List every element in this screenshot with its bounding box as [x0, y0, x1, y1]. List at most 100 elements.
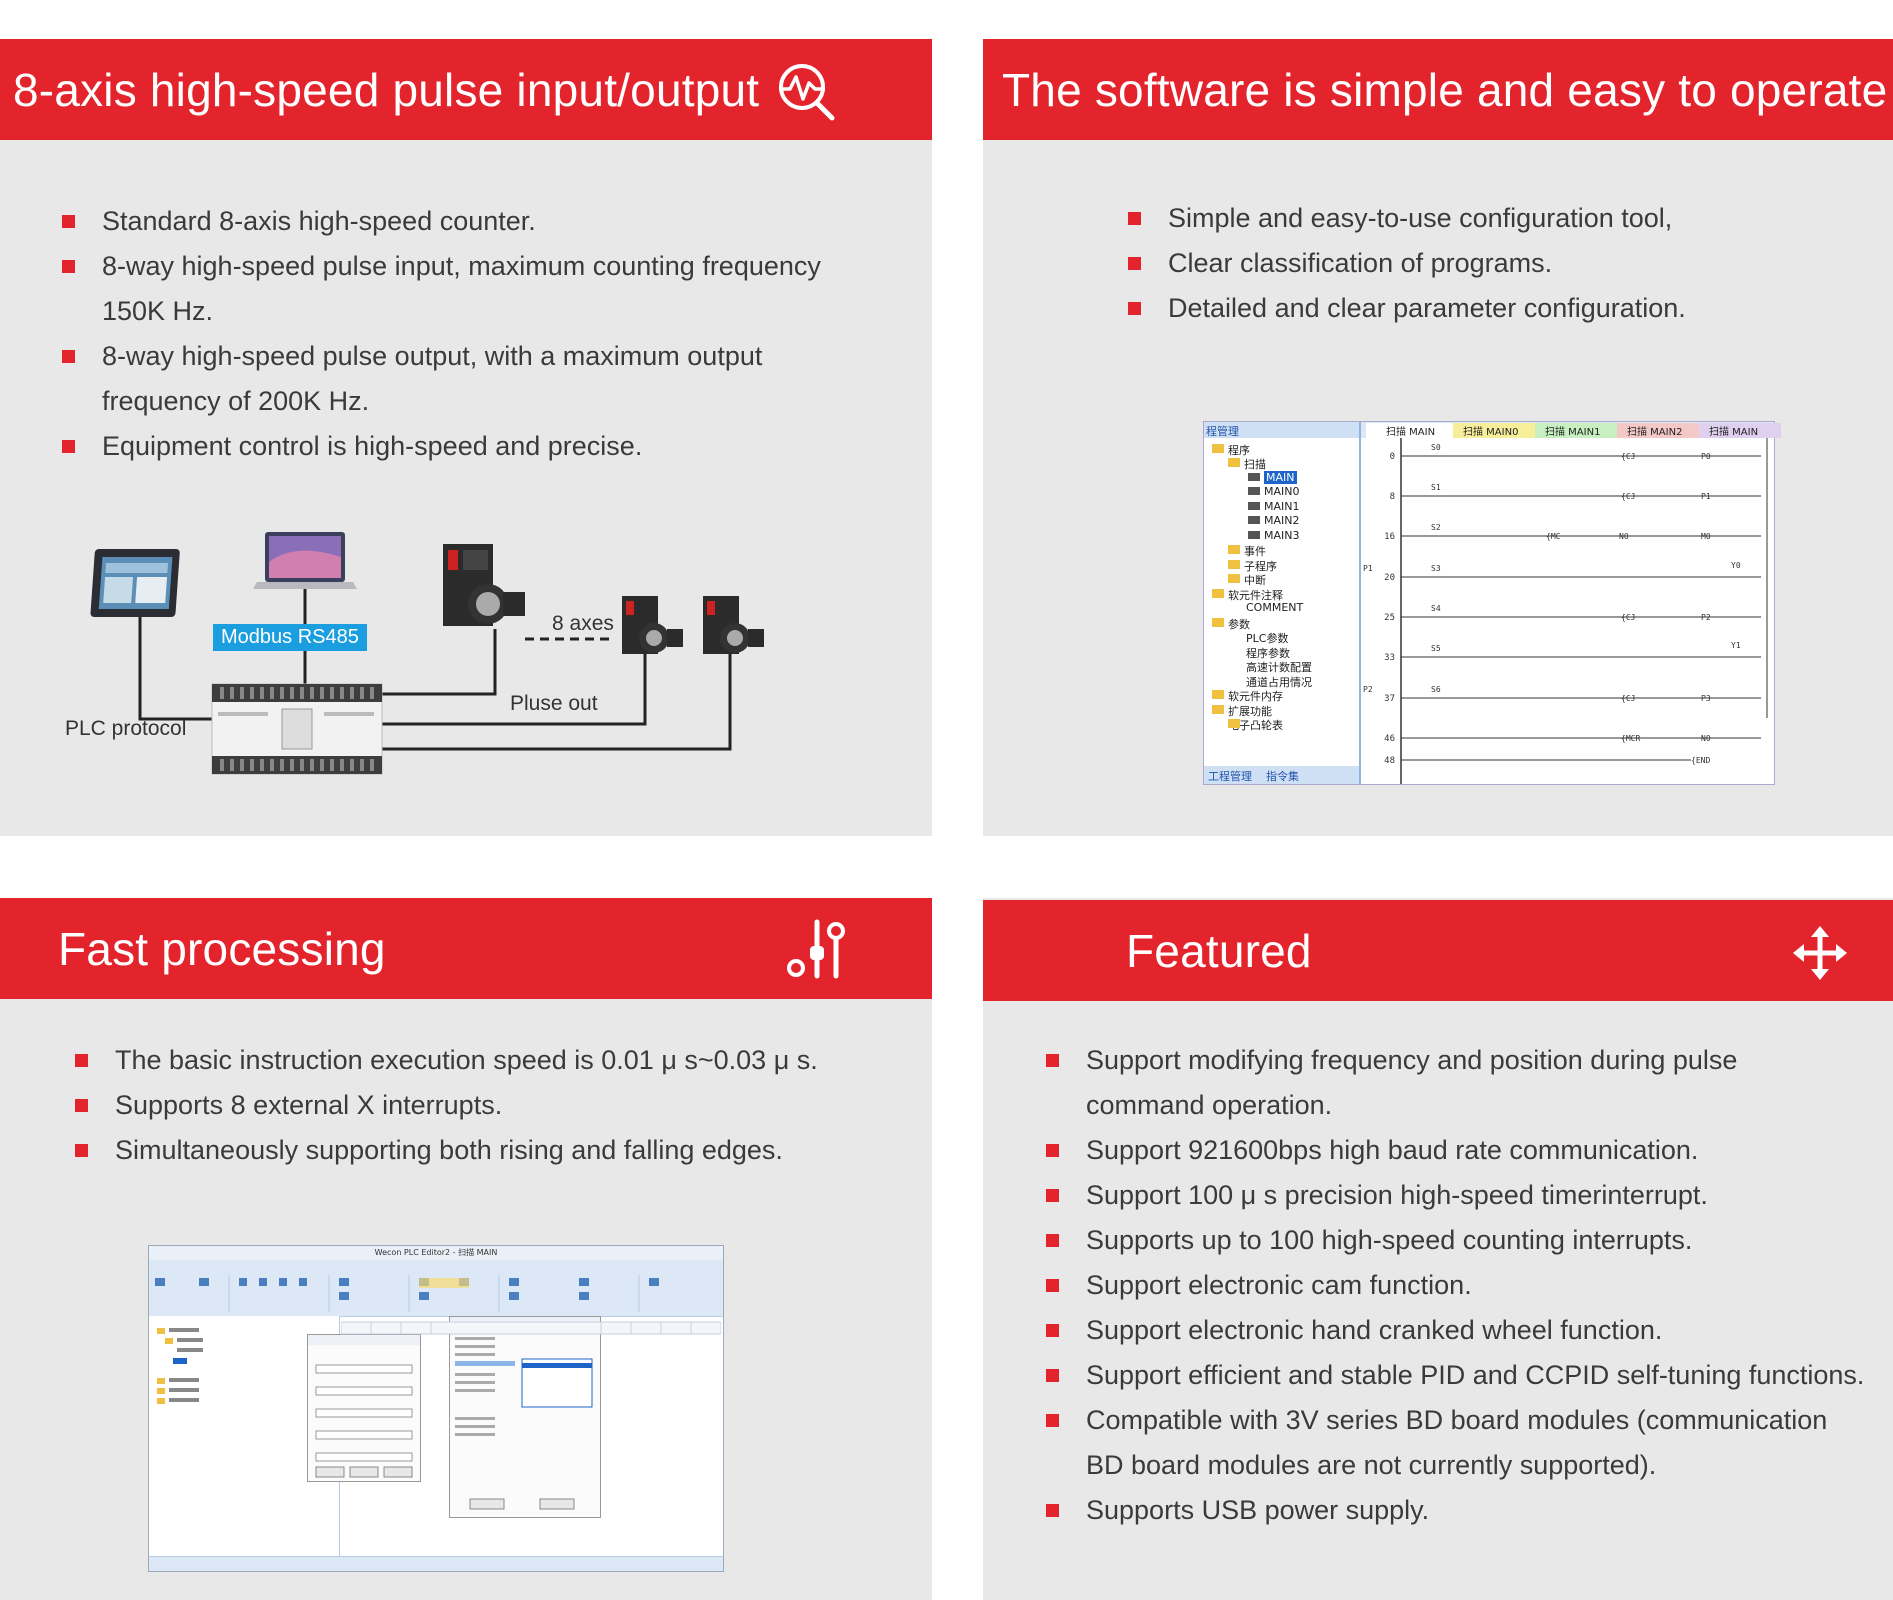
- new-program-dialog: [307, 1334, 421, 1482]
- tree-node[interactable]: 事件: [1244, 545, 1266, 558]
- ribbon-icons: [155, 1275, 659, 1312]
- rung-number: 20: [1384, 573, 1395, 583]
- tab-instruction-set[interactable]: 指令集: [1266, 770, 1299, 783]
- tree-node[interactable]: 通道占用情况: [1246, 676, 1312, 689]
- svg-text:S5: S5: [1431, 644, 1441, 653]
- pulse-panel-header: 8-axis high-speed pulse input/output: [0, 39, 932, 140]
- tree-node[interactable]: 扩展功能: [1228, 705, 1272, 718]
- tree-bottom-tabs: 工程管理 指令集: [1204, 766, 1359, 784]
- svg-text:P2: P2: [1363, 685, 1373, 694]
- list-item: Compatible with 3V series BD board modul…: [1046, 1398, 1846, 1488]
- rung-number: 8: [1390, 492, 1395, 502]
- tree-node[interactable]: COMMENT: [1246, 601, 1304, 614]
- list-item: Equipment control is high-speed and prec…: [62, 424, 822, 469]
- featured-panel-header: Featured: [983, 900, 1893, 1001]
- tree-node[interactable]: MAIN2: [1264, 514, 1300, 527]
- tab-main1[interactable]: 扫描 MAIN1: [1535, 423, 1617, 438]
- pulse-panel-title: 8-axis high-speed pulse input/output: [13, 63, 760, 116]
- list-item: The basic instruction execution speed is…: [75, 1038, 915, 1083]
- tree-node[interactable]: 子程序: [1244, 560, 1277, 573]
- featured-bullets: Support modifying frequency and position…: [1046, 1038, 1876, 1533]
- plc-protocol-label: PLC protocol: [65, 717, 187, 740]
- editor-grid: [340, 1320, 722, 1336]
- software-bullets: Simple and easy-to-use configuration too…: [1128, 196, 1848, 331]
- tab-project-manager[interactable]: 工程管理: [1208, 770, 1252, 783]
- modbus-rs485-label: Modbus RS485: [213, 624, 367, 651]
- list-item: Detailed and clear parameter configurati…: [1128, 286, 1848, 331]
- tree-node[interactable]: 程序: [1228, 444, 1250, 457]
- tab-main0[interactable]: 扫描 MAIN0: [1453, 423, 1535, 438]
- svg-text:S6: S6: [1431, 685, 1441, 694]
- svg-text:P1: P1: [1363, 564, 1373, 573]
- plc-device: [211, 683, 383, 775]
- tree-node[interactable]: 程序参数: [1246, 647, 1290, 660]
- tree-node[interactable]: 扫描: [1244, 458, 1266, 471]
- axes-label: 8 axes: [552, 612, 614, 635]
- tree-node[interactable]: 高速计数配置: [1246, 661, 1312, 674]
- fast-panel-header: Fast processing: [0, 898, 932, 999]
- pulse-bullets: Standard 8-axis high-speed counter. 8-wa…: [62, 199, 822, 469]
- tab-main2[interactable]: 扫描 MAIN2: [1617, 423, 1699, 438]
- tree-node[interactable]: 电子凸轮表: [1228, 719, 1283, 732]
- svg-text:S1: S1: [1431, 483, 1441, 492]
- list-item: Simultaneously supporting both rising an…: [75, 1128, 915, 1173]
- tree-node[interactable]: 软元件注释: [1228, 589, 1283, 602]
- servo-motor-2: [622, 596, 683, 654]
- waveform-search-icon: [775, 59, 837, 121]
- rung-number: 25: [1384, 613, 1395, 623]
- svg-text:P2: P2: [1701, 613, 1711, 622]
- interrupt-dialog-fields: [450, 1317, 600, 1510]
- list-item: Simple and easy-to-use configuration too…: [1128, 196, 1848, 241]
- tab-main-alt[interactable]: 扫描 MAIN: [1699, 423, 1781, 438]
- list-item: Supports 8 external X interrupts.: [75, 1083, 915, 1128]
- fast-panel: Fast processing The basic instruction ex…: [0, 898, 932, 1600]
- plc-editor-screenshot: Wecon PLC Editor2 - 扫描 MAIN: [148, 1245, 724, 1572]
- svg-text:P3: P3: [1701, 694, 1711, 703]
- editor-tree-icons: [157, 1328, 203, 1404]
- list-item: Standard 8-axis high-speed counter.: [62, 199, 822, 244]
- rung-number: 46: [1384, 734, 1395, 744]
- tree-node[interactable]: 参数: [1228, 618, 1250, 631]
- list-item: Support 100 μ s precision high-speed tim…: [1046, 1173, 1876, 1218]
- list-item: 8-way high-speed pulse output, with a ma…: [62, 334, 822, 424]
- featured-panel: Featured Support modifying frequency and…: [983, 898, 1893, 1600]
- rung-number: 16: [1384, 532, 1395, 542]
- editor-titlebar: Wecon PLC Editor2 - 扫描 MAIN: [149, 1246, 723, 1261]
- svg-text:P1: P1: [1701, 492, 1711, 501]
- list-item: Support electronic cam function.: [1046, 1263, 1876, 1308]
- tree-header-label: 程管理: [1206, 425, 1239, 438]
- tree-node[interactable]: 软元件内存: [1228, 690, 1283, 703]
- wiring-diagram: [90, 532, 764, 775]
- svg-text:{END: {END: [1691, 756, 1710, 765]
- featured-panel-title: Featured: [1126, 924, 1312, 977]
- tree-node[interactable]: MAIN3: [1264, 529, 1300, 542]
- sliders-icon: [786, 918, 848, 980]
- fast-panel-title: Fast processing: [58, 922, 386, 975]
- svg-text:{CJ: {CJ: [1621, 452, 1635, 461]
- list-item: Support modifying frequency and position…: [1046, 1038, 1786, 1128]
- pulse-out-label: Pluse out: [510, 692, 598, 715]
- tree-node[interactable]: PLC参数: [1246, 632, 1289, 645]
- tree-node[interactable]: MAIN1: [1264, 500, 1300, 513]
- list-item: Support electronic hand cranked wheel fu…: [1046, 1308, 1876, 1353]
- list-item: 8-way high-speed pulse input, maximum co…: [62, 244, 822, 334]
- rung-number: 0: [1390, 452, 1395, 462]
- tree-node-selected[interactable]: MAIN: [1264, 471, 1297, 484]
- list-item: Clear classification of programs.: [1128, 241, 1848, 286]
- pulse-panel: 8-axis high-speed pulse input/output Sta…: [0, 39, 932, 836]
- software-panel: The software is simple and easy to opera…: [983, 39, 1893, 836]
- editor-ribbon: [149, 1260, 723, 1317]
- fast-bullets: The basic instruction execution speed is…: [75, 1038, 915, 1173]
- hmi-device: [90, 549, 180, 617]
- tree-header: 程管理: [1204, 422, 1359, 438]
- tree-node[interactable]: 中断: [1244, 574, 1266, 587]
- dialog-fields: [308, 1335, 420, 1478]
- project-tree-pane: 程管理 程序 扫描 MAIN MAIN0 MAIN1 MAIN2 MAIN3 事…: [1204, 422, 1361, 784]
- svg-text:S4: S4: [1431, 604, 1441, 613]
- tab-main[interactable]: 扫描 MAIN: [1366, 423, 1456, 438]
- tree-node[interactable]: MAIN0: [1264, 485, 1300, 498]
- ladder-editor-screenshot: 程管理 程序 扫描 MAIN MAIN0 MAIN1 MAIN2 MAIN3 事…: [1203, 421, 1781, 785]
- editor-title: Wecon PLC Editor2 - 扫描 MAIN: [374, 1248, 498, 1257]
- svg-text:{MC: {MC: [1546, 532, 1561, 541]
